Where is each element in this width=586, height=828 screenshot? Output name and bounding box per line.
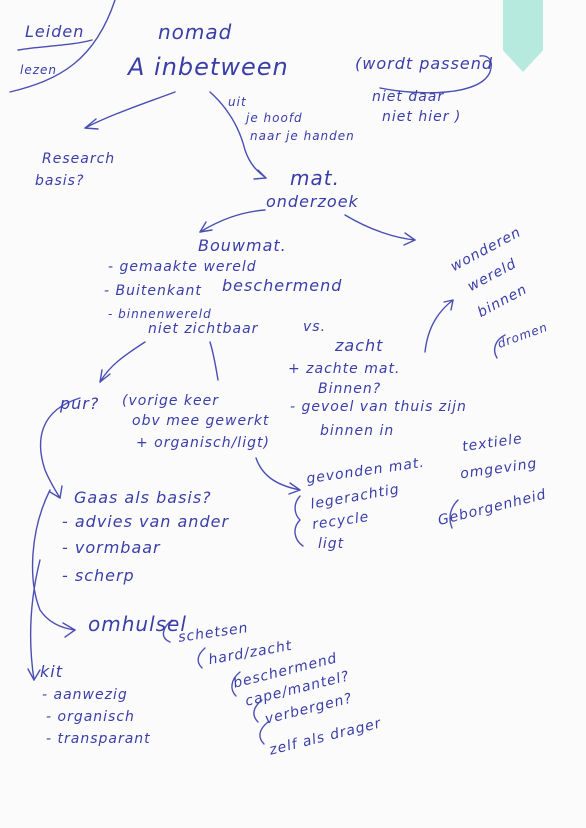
arrowhead-gaas: [49, 485, 63, 499]
note-nomad: nomad: [158, 20, 233, 44]
arrow-omhulsel: [31, 489, 76, 631]
arrowhead-zacht: [403, 232, 416, 246]
arrowhead-omhulsel: [62, 622, 76, 638]
sub-curl-3: [253, 699, 263, 723]
note-niet-hier: niet hier ): [382, 109, 462, 125]
arrow-pur: [99, 341, 146, 383]
note-leiden: Leiden: [25, 22, 85, 41]
note-title: A inbetween: [128, 53, 289, 81]
note-vorige-keer: (vorige keer: [122, 393, 219, 409]
arrow-wonderen: [424, 299, 454, 353]
note-lezen: lezen: [20, 63, 58, 77]
line-zichtbaar-down: [209, 341, 219, 381]
note-advies: - advies van ander: [62, 512, 230, 531]
note-ligt: ligt: [318, 536, 345, 552]
note-organisch2: - organisch: [46, 709, 135, 725]
note-naar-handen: naar je handen: [250, 129, 355, 143]
arrowhead-wonderen: [443, 299, 454, 311]
note-binnen-in: binnen in: [320, 423, 395, 439]
note-wordt-passend: (wordt passend: [355, 54, 493, 73]
note-basis: basis?: [35, 173, 85, 189]
note-obv-mee-gewerkt: obv mee gewerkt: [132, 413, 270, 429]
note-scherp: - scherp: [62, 566, 135, 585]
arrow-mat: [209, 91, 267, 179]
note-transparant: - transparant: [46, 731, 151, 747]
note-bouwmat: Bouwmat.: [198, 236, 287, 255]
note-mat: mat.: [290, 166, 340, 190]
arrowhead-gevonden: [288, 482, 301, 495]
note-vs: vs.: [303, 319, 327, 335]
leiden-bracket: [9, 0, 116, 93]
note-binnen-q: Binnen?: [318, 381, 382, 397]
note-zachte-mat: + zachte mat.: [288, 361, 401, 377]
note-organisch: + organisch/ligt): [136, 435, 270, 451]
leiden-underline: [17, 39, 93, 51]
note-uit: uit: [228, 95, 247, 109]
arrowhead-kit: [27, 668, 41, 681]
note-niet-daar: niet daar: [372, 89, 445, 105]
schetsen-curl: [162, 619, 173, 643]
arrowhead-pur: [99, 369, 111, 383]
geborgenheid-curl: [449, 499, 459, 529]
note-beschermend: beschermend: [222, 276, 343, 295]
note-pur: pur?: [60, 394, 100, 413]
note-je-hoofd: je hoofd: [246, 111, 303, 125]
note-zacht: zacht: [335, 336, 384, 355]
arrow-research: [84, 91, 176, 129]
note-aanwezig: - aanwezig: [42, 687, 128, 703]
arrowhead-research: [84, 118, 99, 130]
note-buitenkant: - Buitenkant: [104, 283, 202, 299]
note-onderzoek: onderzoek: [266, 192, 359, 211]
arrow-bouwmat: [199, 209, 266, 233]
brace-gevonden: [294, 495, 304, 547]
dromen-curl: [493, 334, 506, 359]
note-vormbaar: - vormbaar: [62, 538, 161, 557]
arrow-kit: [29, 559, 41, 681]
sub-curl-4: [259, 721, 269, 745]
sub-curl-1: [197, 647, 206, 669]
note-research: Research: [42, 151, 116, 167]
arrow-zacht: [344, 214, 416, 241]
arrowhead-mat: [253, 169, 267, 180]
note-kit: kit: [40, 662, 63, 681]
note-binnenwereld: - binnenwereld: [108, 307, 212, 321]
arrow-gaas: [39, 397, 81, 499]
arrow-gevonden: [255, 457, 301, 491]
note-gemaakte-wereld: - gemaakte wereld: [108, 259, 257, 275]
arrowhead-bouwmat: [199, 221, 213, 233]
note-gaas: Gaas als basis?: [74, 488, 212, 507]
note-gevoel: - gevoel van thuis zijn: [290, 399, 467, 415]
note-omhulsel: omhulsel: [88, 612, 187, 636]
sub-curl-2: [231, 671, 241, 697]
passend-curl: [379, 55, 492, 94]
note-niet-zichtbaar: niet zichtbaar: [148, 321, 259, 337]
